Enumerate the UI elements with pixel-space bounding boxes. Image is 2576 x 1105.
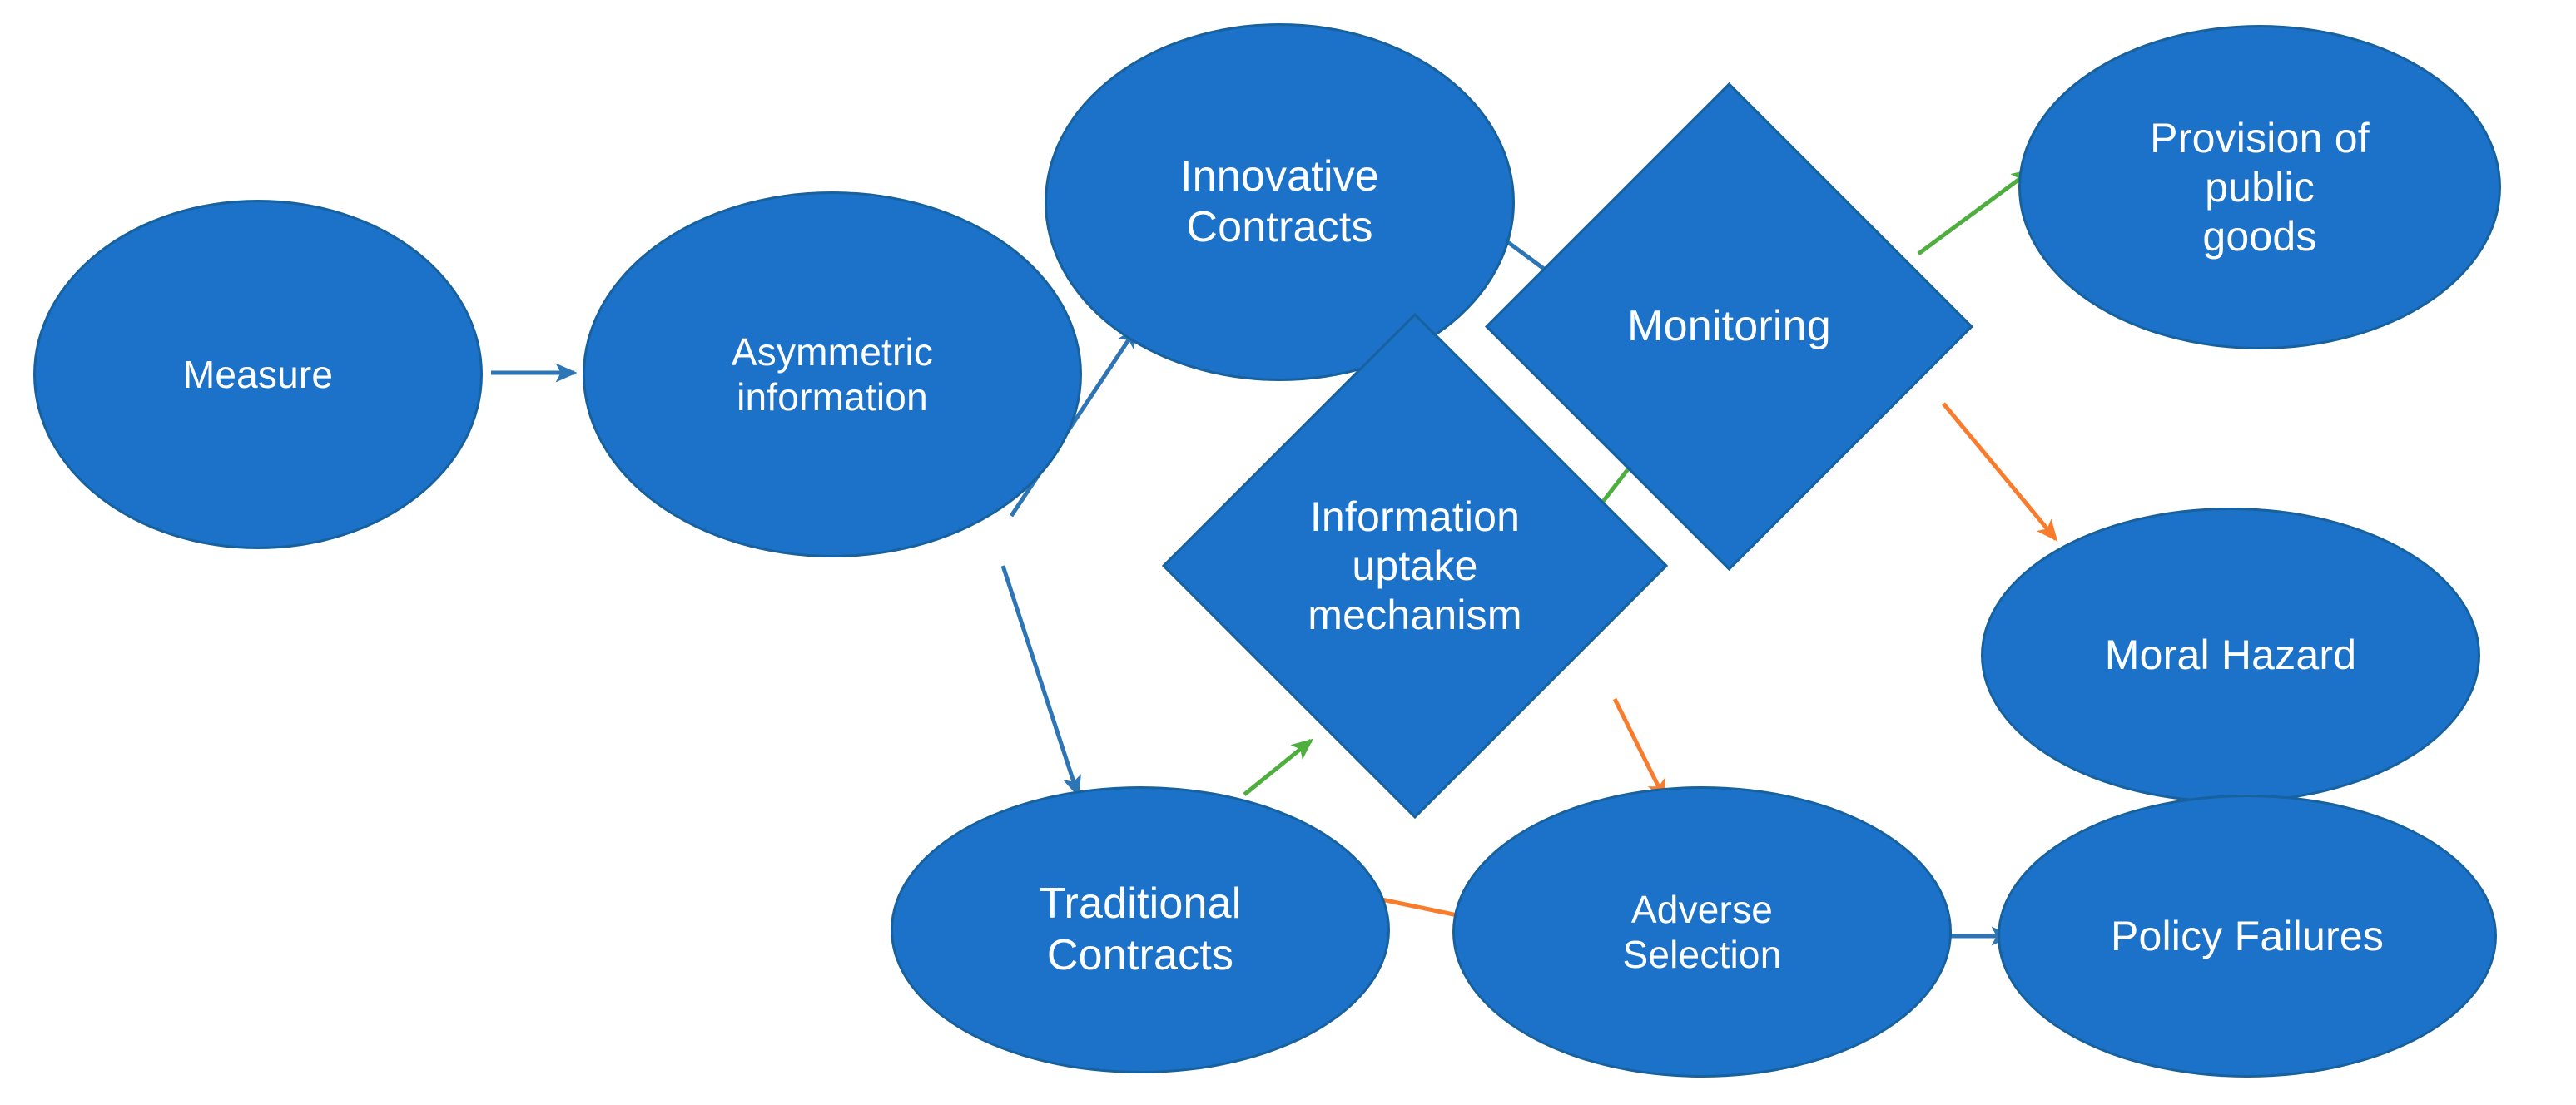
edge-monitoring-to-provision bbox=[1917, 168, 2033, 256]
node-monitoring[interactable]: Monitoring bbox=[1485, 82, 1973, 571]
node-label-asymmetric: Asymmetric information bbox=[731, 330, 934, 419]
edge-information-uptake-to-adverse bbox=[1612, 697, 1667, 802]
node-label-adverse: Adverse Selection bbox=[1622, 887, 1782, 976]
node-measure[interactable]: Measure bbox=[33, 200, 483, 549]
node-label-monitoring: Monitoring bbox=[1627, 301, 1831, 350]
node-label-provision: Provision of public goods bbox=[2150, 114, 2370, 260]
node-label-policy-failures: Policy Failures bbox=[2110, 912, 2385, 959]
node-label-innovative: Innovative Contracts bbox=[1179, 151, 1380, 251]
node-innovative[interactable]: Innovative Contracts bbox=[1045, 23, 1515, 381]
node-label-moral-hazard: Moral Hazard bbox=[2104, 632, 2357, 678]
node-label-information-uptake: Information uptake mechanism bbox=[1308, 493, 1522, 638]
node-label-measure: Measure bbox=[182, 352, 334, 396]
node-adverse[interactable]: Adverse Selection bbox=[1452, 786, 1952, 1078]
node-policy-failures[interactable]: Policy Failures bbox=[1998, 795, 2497, 1078]
node-asymmetric[interactable]: Asymmetric information bbox=[583, 191, 1082, 557]
node-provision[interactable]: Provision of public goods bbox=[2018, 25, 2501, 349]
node-information-uptake[interactable]: Information uptake mechanism bbox=[1161, 312, 1669, 820]
node-moral-hazard[interactable]: Moral Hazard bbox=[1981, 508, 2480, 803]
edge-monitoring-to-moral-hazard bbox=[1942, 402, 2058, 542]
node-label-traditional: Traditional Contracts bbox=[1039, 880, 1242, 979]
edge-asymmetric-to-traditional bbox=[1000, 565, 1081, 798]
node-traditional[interactable]: Traditional Contracts bbox=[891, 786, 1390, 1073]
edge-traditional-to-information-uptake bbox=[1243, 738, 1313, 796]
